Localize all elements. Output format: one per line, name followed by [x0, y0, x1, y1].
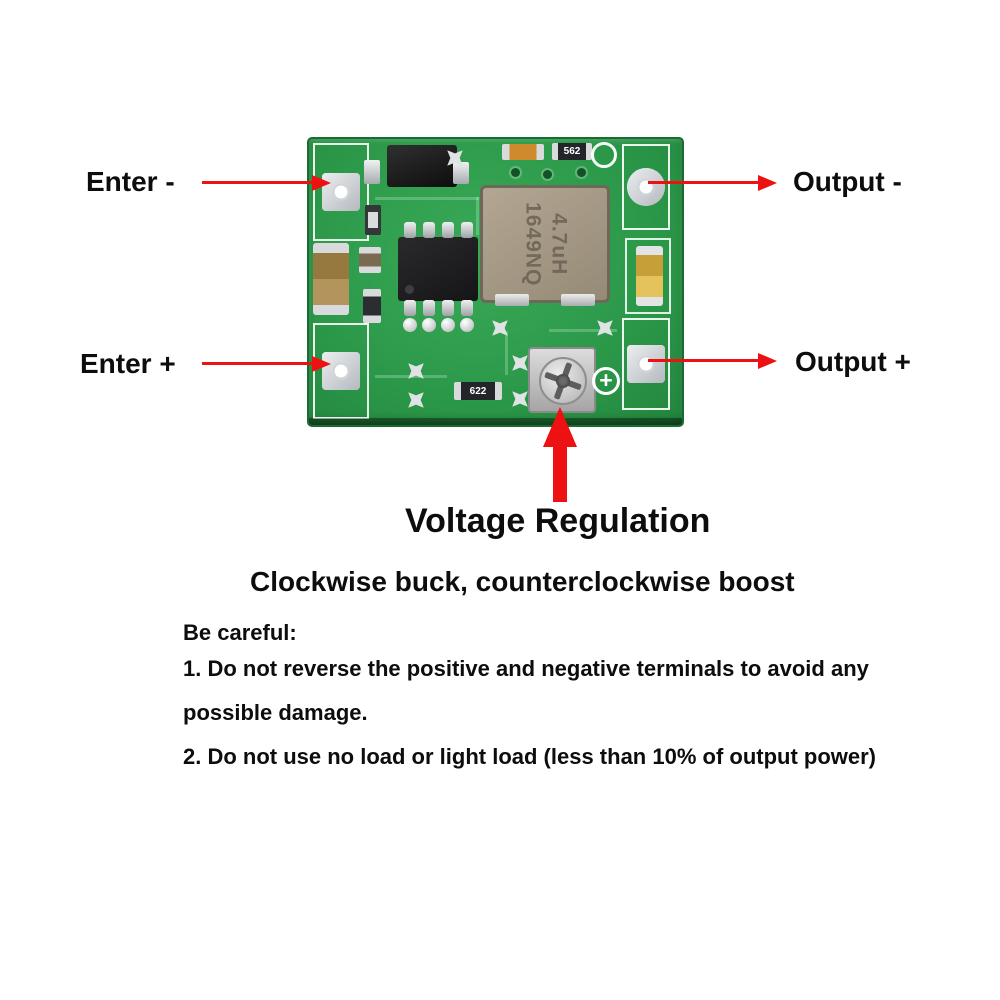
solder-pad [453, 162, 469, 184]
ceramic-capacitor [502, 144, 544, 160]
caution-line-3: 2. Do not use no load or light load (les… [183, 744, 877, 769]
silkscreen-circle [591, 142, 617, 168]
voltage-adjust-potentiometer [528, 347, 596, 413]
ic-pin [442, 300, 454, 316]
caution-title: Be careful: [183, 620, 297, 645]
output-capacitor [636, 246, 663, 306]
voltage-regulation-arrow-icon [543, 407, 577, 447]
input-capacitor [313, 243, 349, 315]
output-plus-arrow-icon [648, 359, 758, 362]
rotor-center [556, 374, 570, 388]
ic-pin [461, 300, 473, 316]
board-edge-shadow [309, 418, 682, 425]
enter-minus-arrow-icon [202, 181, 312, 184]
resistor [365, 205, 381, 235]
silkscreen-outline [625, 238, 671, 314]
ic-pin [442, 222, 454, 238]
inductor: 4.7uH 1649NQ [480, 185, 610, 306]
solder-cross-pad [484, 312, 515, 343]
copper-trace [476, 197, 479, 235]
resistor [359, 247, 381, 273]
output-minus-arrow-icon [648, 181, 758, 184]
input-negative-pads [313, 143, 369, 241]
via [511, 168, 520, 177]
polarity-plus-mark: + [592, 367, 620, 395]
ic-pin [404, 222, 416, 238]
solder-cross-pad [400, 384, 431, 415]
output-plus-label: Output + [795, 346, 911, 377]
enter-minus-label: Enter - [86, 166, 175, 197]
copper-trace [549, 329, 617, 332]
solder-blob [422, 318, 436, 332]
inductor-marking: 4.7uH 1649NQ [521, 201, 571, 287]
output-negative-pads [622, 144, 670, 230]
solder-cross-pad [400, 355, 431, 386]
enter-plus-arrow-icon [202, 362, 312, 365]
ic-pin [461, 222, 473, 238]
copper-trace [375, 197, 479, 200]
pin1-dot [405, 285, 414, 294]
solder-blob [441, 318, 455, 332]
ic-pin [423, 222, 435, 238]
solder-pad [364, 160, 380, 184]
through-hole-pad [627, 168, 665, 206]
output-minus-label: Output - [793, 166, 902, 197]
potentiometer-rotor [539, 357, 587, 405]
pcb-module-photo: 562 4.7uH 1649NQ [307, 137, 684, 427]
output-positive-pads [622, 318, 670, 410]
adjustment-direction-label: Clockwise buck, counterclockwise boost [250, 566, 795, 597]
via [543, 170, 552, 179]
resistor-code: 622 [469, 385, 487, 397]
through-hole-pad [627, 345, 665, 383]
caution-line-1: 1. Do not reverse the positive and negat… [183, 656, 869, 681]
inductor-terminal [561, 294, 595, 306]
via [577, 168, 586, 177]
resistor-562: 562 [552, 143, 592, 160]
ic-pin [423, 300, 435, 316]
resistor-622: 622 [454, 382, 502, 400]
voltage-regulation-label: Voltage Regulation [405, 502, 711, 540]
caution-line-2: possible damage. [183, 700, 368, 725]
enter-plus-label: Enter + [80, 348, 176, 379]
voltage-regulation-arrow-shaft [553, 446, 567, 502]
diode [387, 145, 457, 187]
solder-cross-pad [589, 312, 620, 343]
ic-pin [404, 300, 416, 316]
resistor [363, 289, 381, 323]
solder-blob [460, 318, 474, 332]
inductor-terminal [495, 294, 529, 306]
solder-blob [403, 318, 417, 332]
copper-trace [505, 331, 508, 375]
resistor-code: 562 [563, 146, 581, 157]
